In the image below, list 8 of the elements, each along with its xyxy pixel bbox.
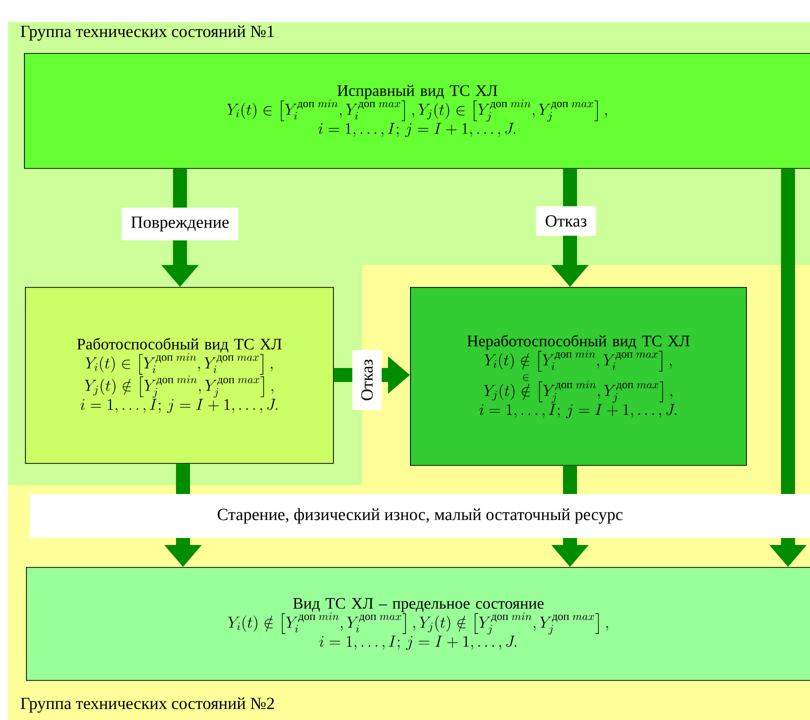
edge-label: Отказ [352, 350, 382, 410]
state-box: Работоспособный вид ТС ХЛ $Y_i(t)\in\left[Y_i^{\text{доп}\;min},Y_i^{\text{доп}\;max}\right],$ $Y_j(t)\notin\left[Y_j^{\text{доп}\;min},Y_j^{\text{доп}\;max}\right],$ $i=1,\ldots,I;\,j=I+1,\ldots,J.$ [25, 287, 334, 464]
edge-label: Повреждение [122, 208, 238, 240]
text-band: Старение, физический износ, малый остаточный ресурс [30, 494, 810, 538]
edge-label: Отказ [536, 206, 596, 236]
state-box: Неработоспособный вид ТС ХЛ $Y_i(t)\notin\left[Y_i^{\text{доп}\;min},Y_i^{\text{доп}\;max}\right],$ $Y_j(t)\overset{\in}{\notin}\left[Y_j^{\text{доп}\;min},Y_j^{\text{доп}\;max}\right],$ $i=1,\ldots,I;\,j=I+1,\ldots,J.$ [410, 287, 747, 466]
state-box: Исправный вид ТС ХЛ $Y_i(t)\in\left[Y_i^{\text{доп}\;min},Y_i^{\text{доп}\;max}\right],Y_j(t)\in\left[Y_j^{\text{доп}\;min},Y_j^{\text{доп}\;max}\right],$ $i=1,\ldots,I;\,j=I+1,\ldots,J.$ [24, 53, 810, 169]
state-box: Вид ТС ХЛ – предельное состояние $Y_i(t)\notin\left[Y_i^{\text{доп}\;min},Y_i^{\text{доп}\;max}\right],Y_j(t)\notin\left[Y_j^{\text{доп}\;min},Y_j^{\text{доп}\;max}\right],$ $i=1,\ldots,I;\,j=I+1,\ldots,J.$ [26, 567, 810, 681]
